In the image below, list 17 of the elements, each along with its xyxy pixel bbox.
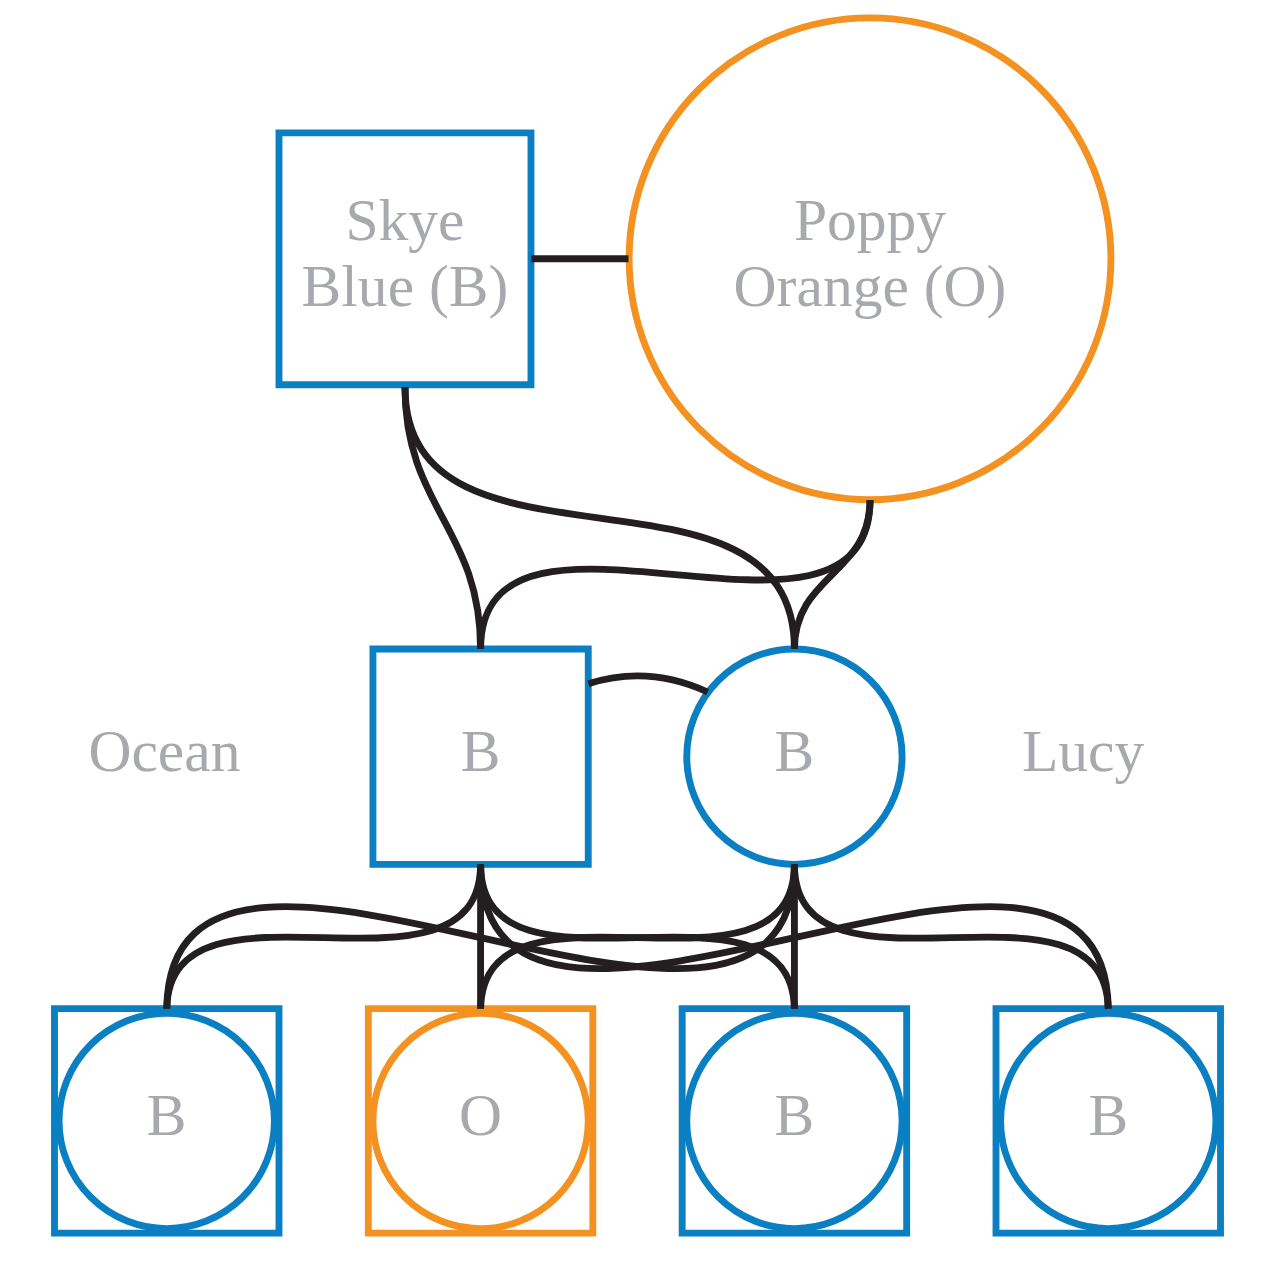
node-circle: B [682, 1009, 906, 1232]
node-circle: B [55, 1009, 278, 1232]
node-label: Ocean [87, 718, 240, 785]
node-circle: Poppy Orange (O) [625, 14, 1114, 504]
node-circle: B [682, 645, 906, 868]
node-circle: B [996, 1009, 1219, 1232]
node-label: Lucy [1021, 718, 1144, 785]
connector [790, 499, 873, 650]
connector [587, 672, 709, 696]
connector [476, 499, 873, 650]
node-circle: O [368, 1009, 592, 1232]
connector [530, 255, 628, 263]
connector [476, 863, 1112, 1010]
connector [162, 863, 798, 1010]
node-box: B [368, 645, 592, 868]
connector [476, 863, 798, 1010]
node-box: Skye Blue (B) [275, 129, 534, 389]
